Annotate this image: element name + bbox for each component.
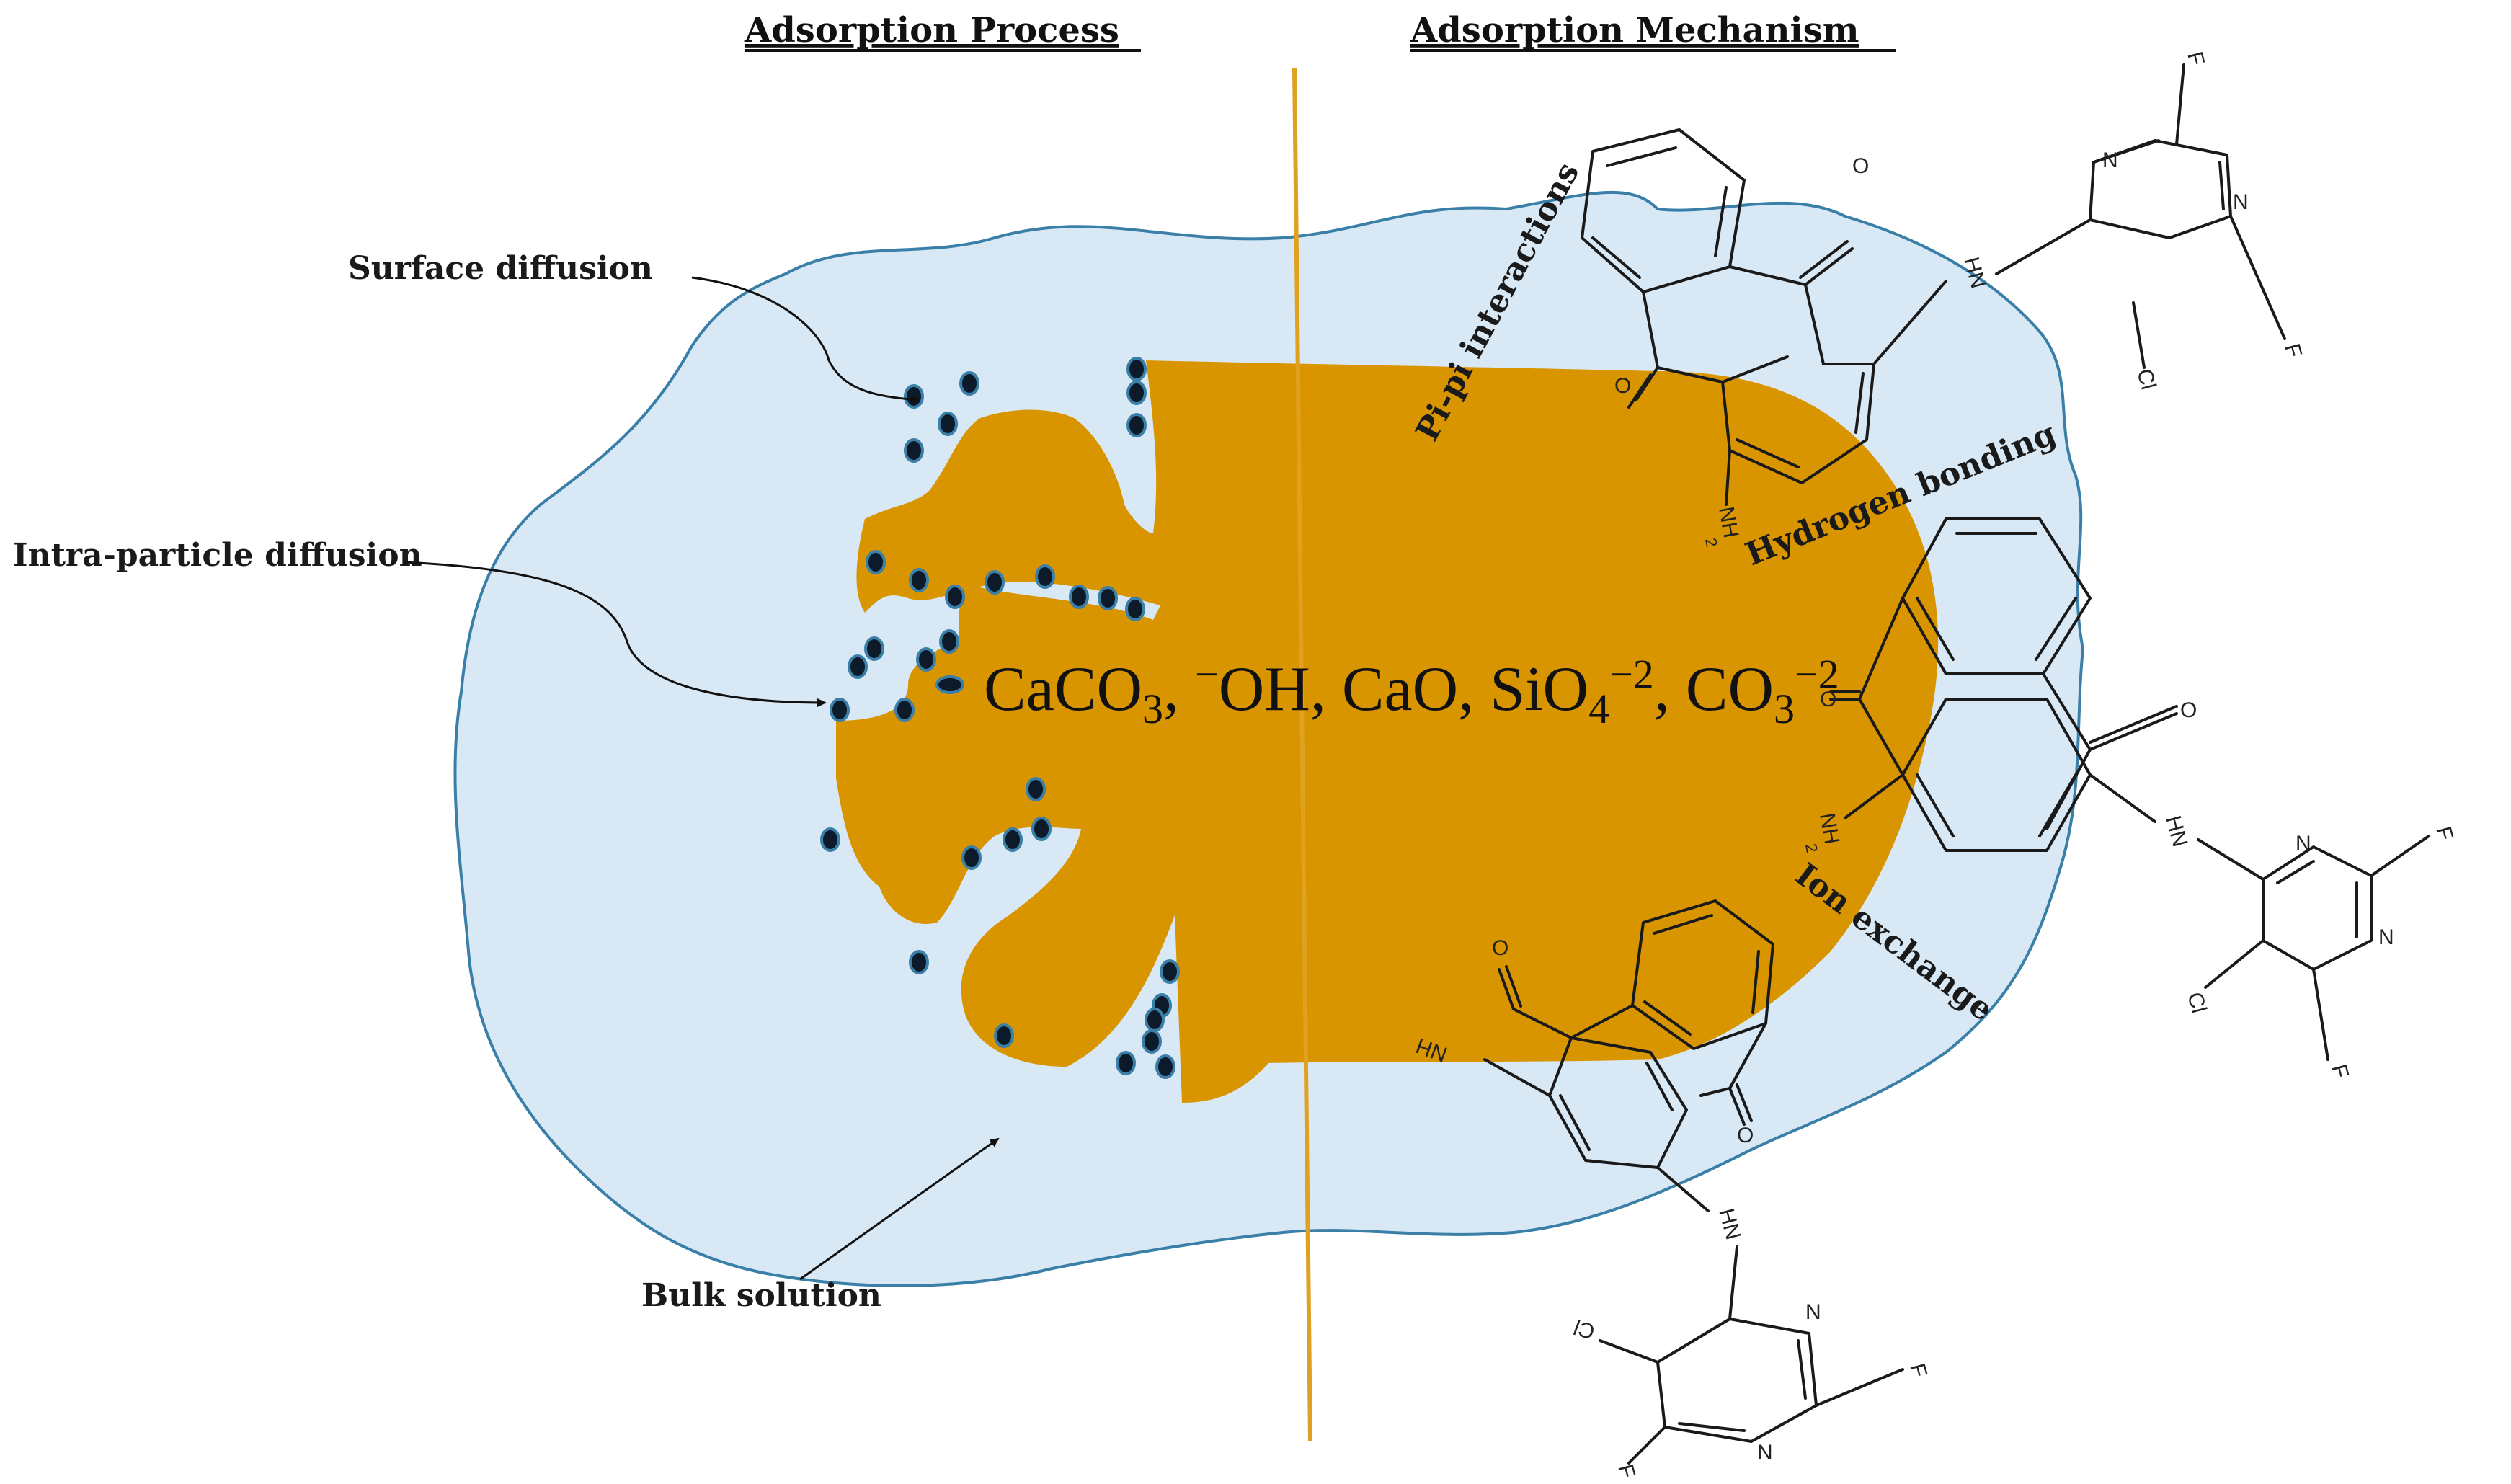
arrow-surface-diffusion — [691, 276, 920, 404]
svg-text:F: F — [2182, 49, 2209, 68]
svg-text:F: F — [1613, 1462, 1640, 1480]
adsorbate-molecules — [820, 357, 1180, 1079]
arrow-intra-particle — [403, 561, 827, 707]
surface-groups-formula: CaCO3, −OH, CaO, SiO4−2, CO3−2 — [984, 651, 1839, 732]
adsorbent-particle — [836, 360, 1939, 1103]
svg-text:F: F — [2280, 341, 2306, 360]
svg-text:O: O — [1614, 374, 1631, 398]
svg-text:O: O — [1820, 688, 1836, 711]
svg-text:O: O — [1492, 936, 1508, 960]
svg-text:N: N — [2233, 190, 2249, 214]
divider-line — [1292, 68, 1312, 1442]
svg-text:NH: NH — [1815, 811, 1844, 845]
title-adsorption-mechanism: Adsorption Mechanism — [1410, 10, 1859, 50]
label-intra-particle-diffusion: Intra-particle diffusion — [13, 537, 422, 574]
svg-text:2: 2 — [1702, 537, 1721, 548]
svg-text:2: 2 — [1802, 843, 1821, 854]
svg-text:N: N — [1805, 1300, 1821, 1324]
svg-text:O: O — [1852, 154, 1869, 178]
svg-text:O: O — [1737, 1124, 1754, 1147]
dye-molecule-middle: O O NH 2 HN N N F F Cl — [1802, 517, 2458, 1081]
svg-text:Cl: Cl — [2132, 366, 2160, 392]
svg-text:N: N — [2378, 925, 2394, 949]
svg-text:HN: HN — [1714, 1206, 1745, 1242]
svg-text:O: O — [2180, 698, 2197, 722]
svg-text:F: F — [2431, 824, 2458, 843]
arrow-bulk-solution — [799, 1137, 1000, 1281]
svg-text:F: F — [1905, 1361, 1932, 1379]
svg-text:N: N — [2102, 148, 2118, 172]
svg-text:HN: HN — [2161, 813, 2192, 849]
svg-text:N: N — [2296, 832, 2311, 856]
svg-text:F: F — [2326, 1062, 2353, 1080]
svg-text:Cl: Cl — [2182, 990, 2210, 1016]
label-bulk-solution: Bulk solution — [641, 1277, 881, 1314]
svg-text:Cl: Cl — [1570, 1315, 1598, 1344]
title-adsorption-process: Adsorption Process — [744, 10, 1119, 50]
svg-text:NH: NH — [1714, 505, 1743, 539]
svg-text:N: N — [1757, 1441, 1773, 1465]
label-surface-diffusion: Surface diffusion — [348, 250, 653, 287]
